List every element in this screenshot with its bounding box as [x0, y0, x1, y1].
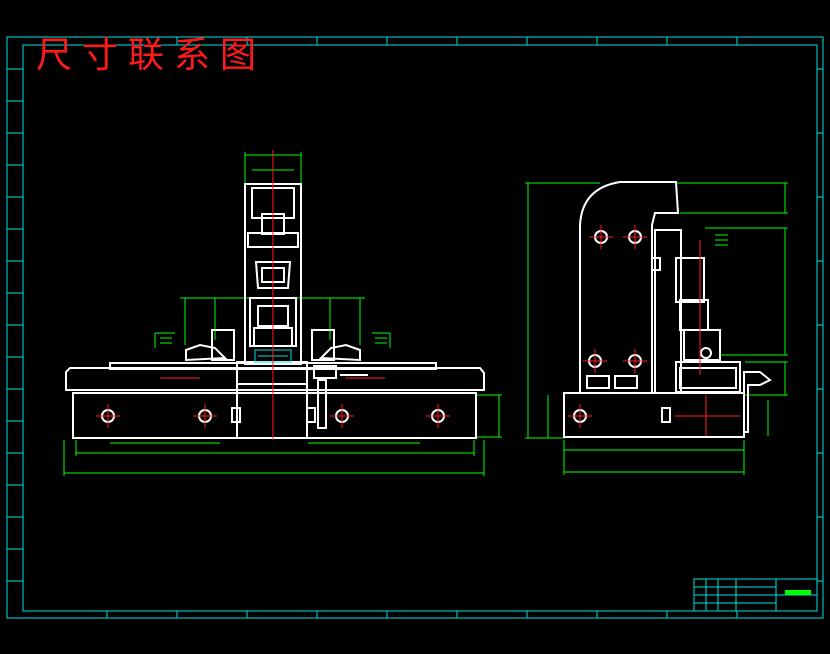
side-view-centerlines	[568, 225, 740, 436]
drawing-title: 尺寸联系图	[36, 35, 267, 76]
side-view	[525, 181, 788, 475]
front-view	[63, 150, 502, 476]
side-view-dimensions	[525, 182, 788, 475]
drawing-frame	[6, 36, 824, 619]
front-view-centerlines	[96, 150, 450, 440]
side-view-outline	[563, 181, 772, 438]
front-view-dimensions	[63, 152, 502, 476]
title-block	[693, 578, 818, 612]
front-view-outline	[65, 183, 485, 439]
